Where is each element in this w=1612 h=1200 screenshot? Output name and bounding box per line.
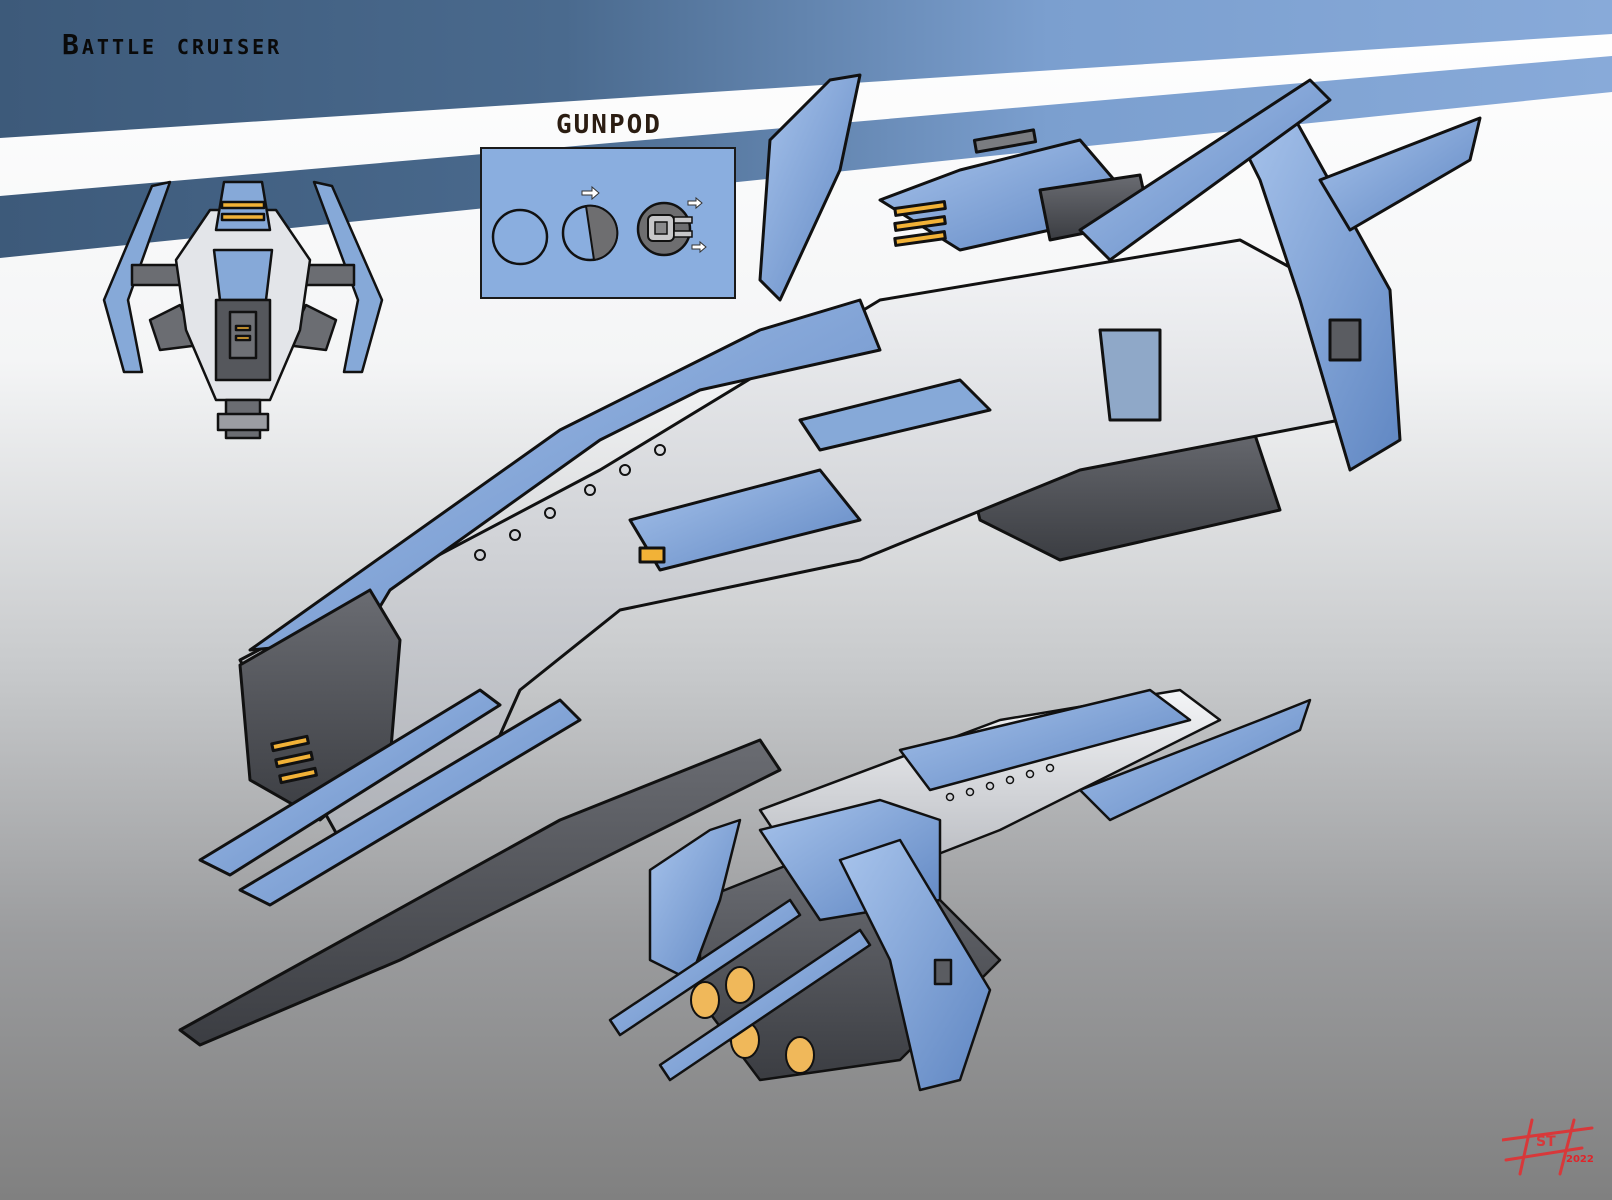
gunpod-rotating-icon	[561, 185, 619, 262]
signature-year: 2022	[1566, 1154, 1594, 1165]
signature-initials: ST	[1536, 1134, 1556, 1150]
artist-signature: ST 2022	[1500, 1118, 1602, 1182]
gunpod-label: GUNPOD	[556, 110, 662, 140]
gunpod-deployed-icon	[636, 196, 707, 257]
page-title: Battle cruiser	[62, 28, 283, 61]
gunpod-diagram	[480, 147, 736, 299]
gunpod-closed-icon	[491, 208, 549, 266]
